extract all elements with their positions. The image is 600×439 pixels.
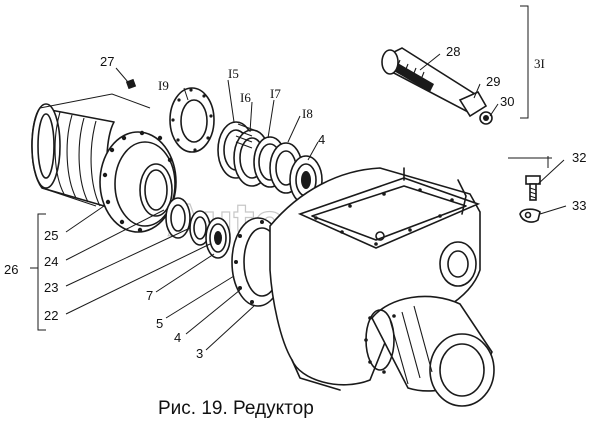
leader-lines [30,5,567,351]
callout-29: 29 [486,74,500,89]
small-bolt-part [508,156,552,223]
callout-27: 27 [100,54,114,69]
axle-sleeve-part [31,93,151,211]
callout-4-top: 4 [318,132,325,147]
gasket-part [169,87,215,153]
bolt-part [381,47,493,125]
callout-33: 33 [572,198,586,213]
callout-28: 28 [446,44,460,59]
flange-part [99,130,177,233]
callout-7: 7 [146,288,153,303]
callout-18: I8 [302,106,313,121]
callout-3: 3 [196,346,203,361]
callout-26: 26 [4,262,18,277]
bearing-stack-part [217,121,323,205]
callout-22: 22 [44,308,58,323]
callout-labels: 27 I9 I5 I6 I7 I8 4 28 29 30 3I 32 33 25… [4,44,586,361]
callout-5: 5 [156,316,163,331]
callout-15: I5 [228,66,239,81]
callout-25: 25 [44,228,58,243]
gearbox-housing-part [231,167,495,407]
callout-30: 30 [500,94,514,109]
callout-16: I6 [240,90,251,105]
callout-19: I9 [158,78,169,93]
callout-24: 24 [44,254,58,269]
plug-part [125,78,137,90]
callout-23: 23 [44,280,58,295]
seal-ring-parts [165,197,231,259]
callout-31: 3I [534,56,545,71]
callout-32: 32 [572,150,586,165]
callout-4-bottom: 4 [174,330,181,345]
figure-caption: Рис. 19. Редуктор [158,398,314,419]
callout-17: I7 [270,86,281,101]
